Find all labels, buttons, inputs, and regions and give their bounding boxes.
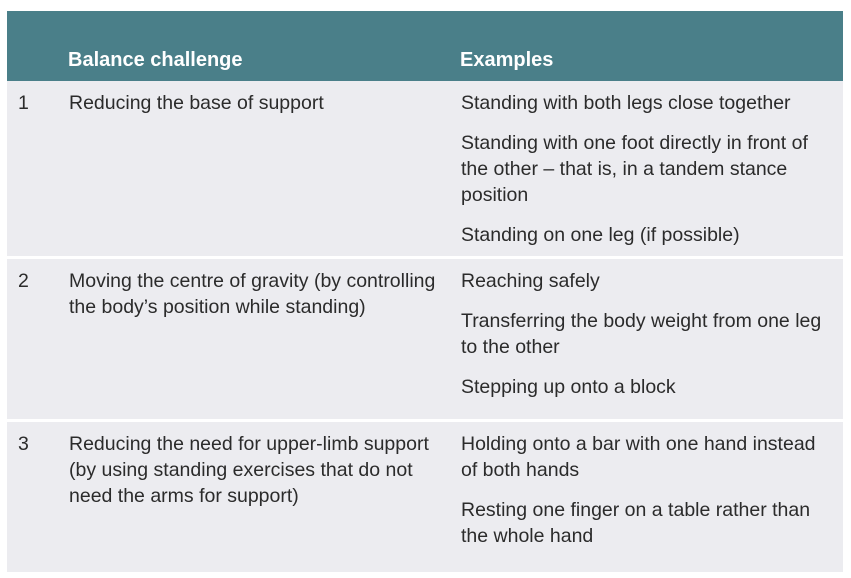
example-item: Resting one finger on a table rather tha… xyxy=(461,499,811,547)
example-item: Standing with both legs close together xyxy=(461,92,791,114)
table-row: 2 Moving the centre of gravity (by contr… xyxy=(7,256,843,419)
example-item: Standing with one foot directly in front… xyxy=(461,132,808,206)
table-row: 3 Reducing the need for upper-limb suppo… xyxy=(7,419,843,572)
row-number: 2 xyxy=(18,270,29,292)
examples-list: Holding onto a bar with one hand instead… xyxy=(461,422,843,549)
example-item: Reaching safely xyxy=(461,270,600,292)
challenge-text: Reducing the need for upper-limb support… xyxy=(69,433,429,507)
examples-list: Reaching safely Transferring the body we… xyxy=(461,259,843,400)
challenge-text: Reducing the base of support xyxy=(69,92,324,114)
example-item: Stepping up onto a block xyxy=(461,376,676,398)
header-balance-challenge: Balance challenge xyxy=(68,49,243,71)
row-number: 1 xyxy=(18,92,29,114)
challenge-text: Moving the centre of gravity (by control… xyxy=(69,270,436,318)
table-row: 1 Reducing the base of support Standing … xyxy=(7,81,843,256)
row-number: 3 xyxy=(18,433,29,455)
table-header: Balance challenge Examples xyxy=(7,11,843,81)
example-item: Holding onto a bar with one hand instead… xyxy=(461,433,816,481)
balance-table: Balance challenge Examples 1 Reducing th… xyxy=(7,11,843,572)
examples-list: Standing with both legs close together S… xyxy=(461,81,843,248)
header-examples: Examples xyxy=(460,49,554,71)
example-item: Transferring the body weight from one le… xyxy=(461,310,822,358)
example-item: Standing on one leg (if possible) xyxy=(461,224,740,246)
